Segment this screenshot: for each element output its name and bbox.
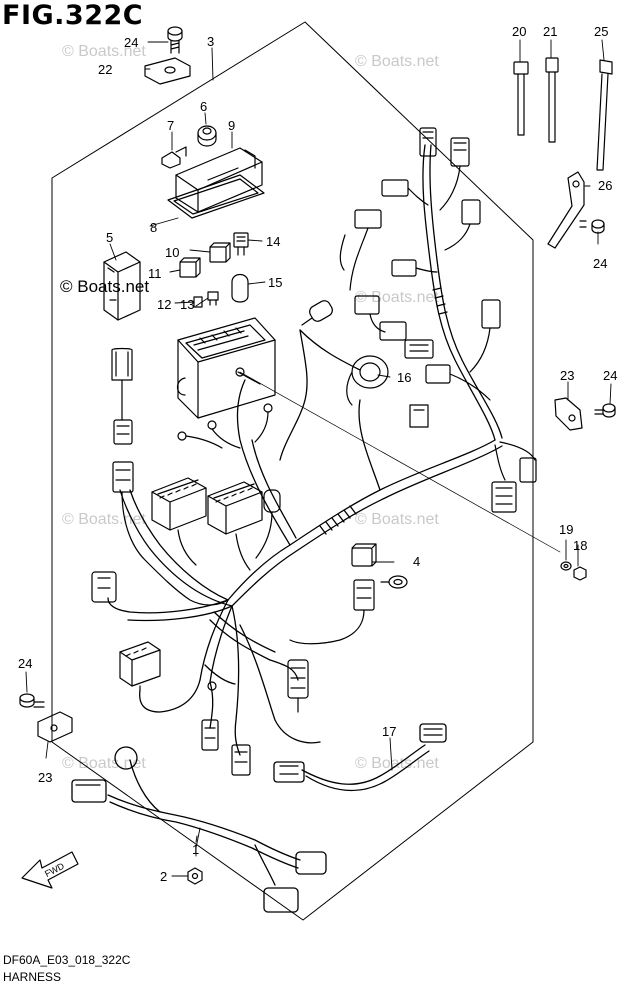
callout-13: 13 xyxy=(180,297,194,312)
callout-18: 18 xyxy=(573,538,587,553)
connector-lower-center xyxy=(289,579,375,645)
lower-harness xyxy=(139,605,321,756)
tie-strap-25 xyxy=(596,59,613,171)
leader-lines xyxy=(25,39,612,877)
callout-22: 22 xyxy=(98,62,112,77)
callout-23-right: 23 xyxy=(560,368,574,383)
relay-11 xyxy=(179,257,201,278)
relay-box xyxy=(176,317,276,419)
cover-5 xyxy=(103,251,141,321)
fuse-13 xyxy=(207,291,219,306)
right-branch xyxy=(491,441,537,513)
washer-19 xyxy=(560,561,572,571)
nine-pin-connector xyxy=(119,641,161,691)
watermark-text-dark: © Boats.net xyxy=(60,277,149,296)
grommet-6 xyxy=(197,125,217,147)
assembly-outline xyxy=(51,21,534,921)
bolt-24-right-upper xyxy=(579,219,605,234)
bolt-24-right-lower xyxy=(594,403,616,418)
callout-12: 12 xyxy=(157,297,171,312)
small-connector-center xyxy=(255,489,281,559)
nut-2 xyxy=(187,867,203,885)
watermark-text: © Boats.net xyxy=(355,289,439,306)
callout-14: 14 xyxy=(266,234,280,249)
gasket-8 xyxy=(167,174,265,219)
relay-10 xyxy=(209,242,231,263)
callout-16: 16 xyxy=(397,370,411,385)
bracket-23-right xyxy=(554,397,583,431)
callout-19: 19 xyxy=(559,522,573,537)
callout-2: 2 xyxy=(160,869,167,884)
connector-pair-bottom xyxy=(201,719,251,776)
callout-9: 9 xyxy=(228,118,235,133)
bolt-24-top xyxy=(167,26,183,54)
ground-terminal-lower xyxy=(207,681,217,691)
cap-15 xyxy=(231,273,249,303)
harness-clip xyxy=(409,404,429,428)
upper-right-connectors xyxy=(339,127,501,401)
connector-center-lower xyxy=(287,659,309,713)
tie-strap-21 xyxy=(545,57,559,143)
fuse-box-cover xyxy=(175,147,263,213)
callout-24-left: 24 xyxy=(18,656,32,671)
figure-title: FIG.322C xyxy=(2,0,144,31)
cylinder-sensor xyxy=(301,300,333,326)
callout-6: 6 xyxy=(200,99,207,114)
callout-4: 4 xyxy=(413,554,420,569)
callout-15: 15 xyxy=(268,275,282,290)
connector-4 xyxy=(351,543,408,589)
callout-1: 1 xyxy=(192,842,199,857)
connector-left-lower xyxy=(91,571,117,603)
callout-8: 8 xyxy=(150,220,157,235)
callout-23-left: 23 xyxy=(38,770,52,785)
callout-10: 10 xyxy=(165,245,179,260)
multipin-connector-right xyxy=(207,481,263,571)
left-branch xyxy=(111,347,229,606)
nut-18 xyxy=(573,566,587,581)
callout-26: 26 xyxy=(598,178,612,193)
callout-25: 25 xyxy=(594,24,608,39)
bracket-23-left xyxy=(37,711,73,743)
fuse-12 xyxy=(193,296,203,308)
fwd-arrow: FWD xyxy=(21,851,79,889)
callouts: 1 2 3 4 5 6 7 8 9 10 11 12 13 14 15 16 1… xyxy=(18,24,617,884)
sensor-16 xyxy=(346,355,389,406)
relay-14 xyxy=(233,232,249,256)
watermark-text: © Boats.net xyxy=(62,755,146,772)
figure-name: HARNESS xyxy=(3,970,62,984)
callout-24-right-lower: 24 xyxy=(603,368,617,383)
bracket-22 xyxy=(144,57,191,85)
figure-code: DF60A_E03_018_322C xyxy=(3,953,131,967)
sub-harness-1 xyxy=(71,746,327,913)
main-harness xyxy=(107,144,503,683)
callout-20: 20 xyxy=(512,24,526,39)
watermark-text: © Boats.net xyxy=(355,511,439,528)
watermark-text: © Boats.net xyxy=(355,755,439,772)
callout-24-top: 24 xyxy=(124,35,138,50)
callout-3: 3 xyxy=(207,34,214,49)
watermark-text: © Boats.net xyxy=(62,511,146,528)
callout-21: 21 xyxy=(543,24,557,39)
watermark-text: © Boats.net xyxy=(355,53,439,70)
clip-7 xyxy=(161,146,187,169)
callout-24-right-upper: 24 xyxy=(593,256,607,271)
multipin-connector-left xyxy=(151,477,207,566)
bracket-26 xyxy=(547,171,585,249)
callout-7: 7 xyxy=(167,118,174,133)
tie-strap-20 xyxy=(513,61,529,136)
callout-5: 5 xyxy=(106,230,113,245)
callout-11: 11 xyxy=(148,266,162,281)
callout-17: 17 xyxy=(382,724,396,739)
bolt-24-left xyxy=(19,693,45,708)
sub-harness-17 xyxy=(273,723,447,792)
watermark-text: © Boats.net xyxy=(62,43,146,60)
ground-terminals xyxy=(177,403,273,449)
